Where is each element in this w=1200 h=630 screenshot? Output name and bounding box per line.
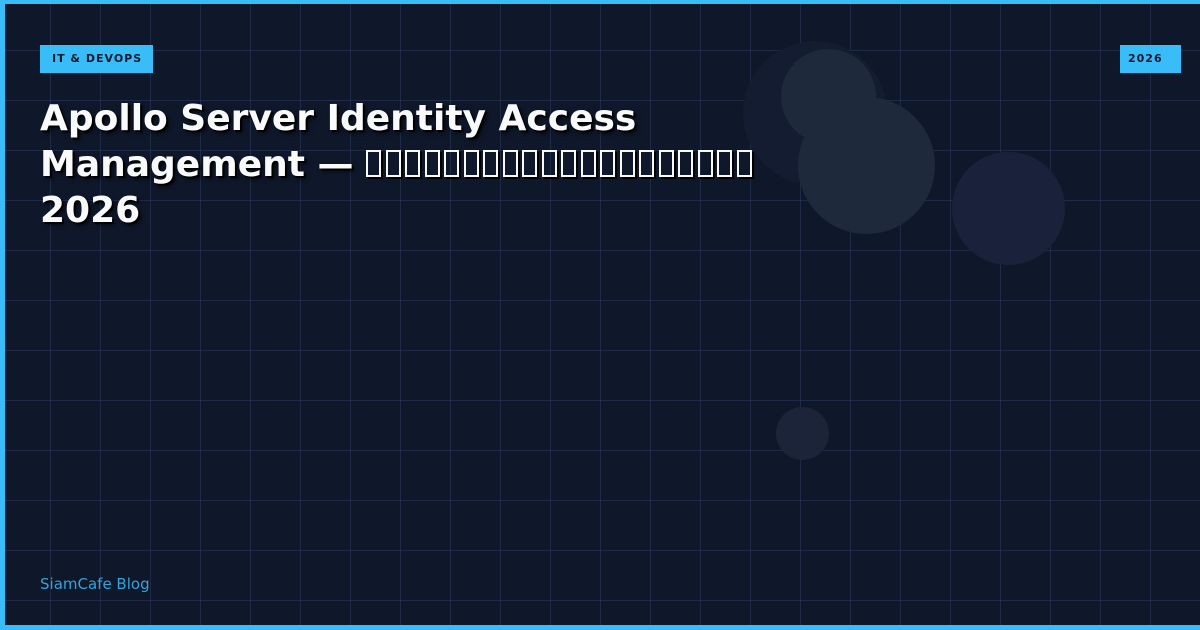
missing-glyph-box xyxy=(580,150,596,177)
category-badge: IT & DEVOPS xyxy=(40,45,153,73)
missing-glyph-box xyxy=(444,150,460,177)
missing-glyph-box xyxy=(600,150,616,177)
decorative-circle xyxy=(776,407,829,460)
missing-glyph-box xyxy=(405,150,421,177)
missing-glyph-box xyxy=(483,150,499,177)
accent-border-bottom xyxy=(0,625,1200,630)
accent-border-left xyxy=(0,0,5,630)
missing-glyph-box xyxy=(619,150,635,177)
decorative-circle xyxy=(798,97,935,234)
missing-glyph-box xyxy=(717,150,733,177)
missing-glyph-box xyxy=(424,150,440,177)
title-line-2-prefix: Management — xyxy=(40,144,367,185)
missing-glyph-box xyxy=(522,150,538,177)
title-line-3: 2026 xyxy=(40,190,141,231)
page-title: Apollo Server Identity Access Management… xyxy=(40,96,820,234)
missing-glyph-box xyxy=(658,150,674,177)
missing-glyph-box xyxy=(463,150,479,177)
missing-glyph-box xyxy=(502,150,518,177)
site-name: SiamCafe Blog xyxy=(40,575,150,593)
year-badge: 2026 xyxy=(1120,45,1181,73)
missing-glyph-box xyxy=(561,150,577,177)
accent-border-top xyxy=(0,0,1200,4)
missing-glyph-box xyxy=(385,150,401,177)
missing-glyph-box xyxy=(639,150,655,177)
decorative-circle xyxy=(952,152,1065,265)
missing-glyph-box xyxy=(736,150,752,177)
missing-glyph-box xyxy=(697,150,713,177)
missing-glyph-text xyxy=(366,142,756,188)
missing-glyph-box xyxy=(541,150,557,177)
missing-glyph-box xyxy=(366,150,382,177)
title-line-1: Apollo Server Identity Access xyxy=(40,98,637,139)
missing-glyph-box xyxy=(678,150,694,177)
